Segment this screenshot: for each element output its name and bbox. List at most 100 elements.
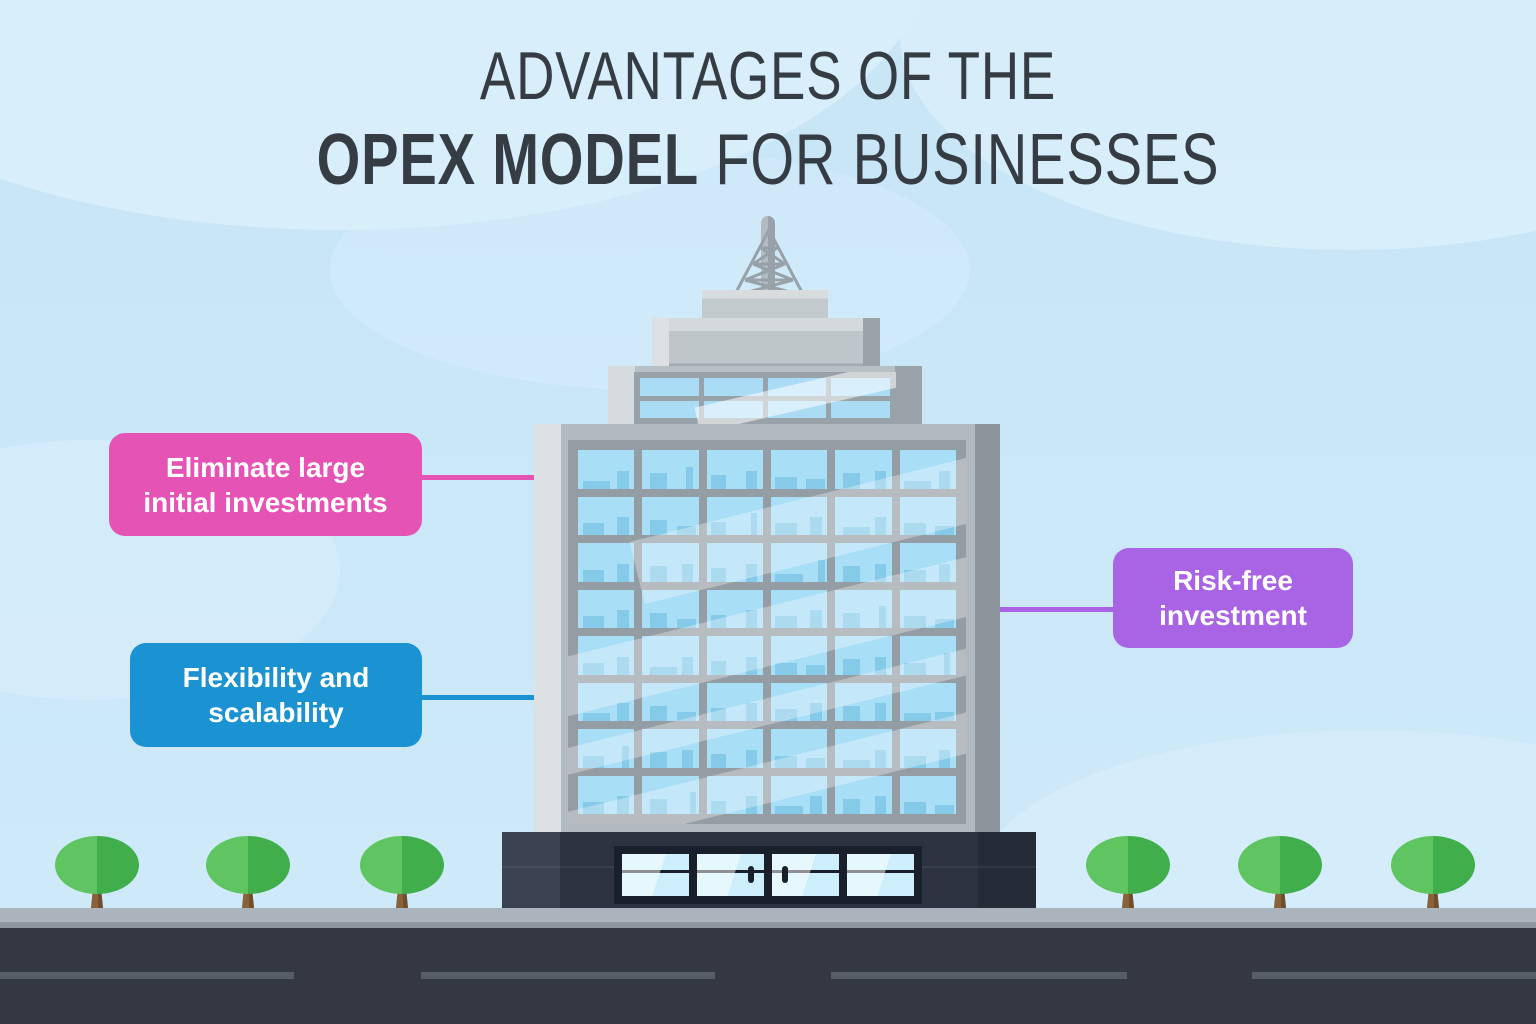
tree	[1086, 836, 1170, 908]
building-window	[899, 636, 956, 675]
building-window	[835, 775, 892, 814]
callout-text-line: Risk-free	[1173, 565, 1293, 596]
building-window	[642, 636, 699, 675]
tree-canopy	[206, 836, 290, 894]
road-lane-marking	[1252, 972, 1536, 979]
building-window	[835, 543, 892, 582]
roof-block-mid	[652, 318, 880, 368]
road-lane-marking	[0, 972, 294, 979]
connector-risk-free	[998, 607, 1117, 612]
penthouse-window	[767, 378, 827, 396]
building-window	[899, 589, 956, 628]
tree-canopy	[1391, 836, 1475, 894]
tree	[206, 836, 290, 908]
building-window	[835, 589, 892, 628]
building-window	[835, 636, 892, 675]
building-window	[706, 589, 763, 628]
window-mullion	[696, 440, 710, 824]
building-window	[706, 450, 763, 489]
tree	[1238, 836, 1322, 908]
tree-canopy	[1086, 836, 1170, 894]
building-window	[899, 543, 956, 582]
building-window	[770, 775, 828, 814]
building-window	[899, 729, 956, 768]
building-window	[642, 496, 699, 535]
entrance-glass-panel	[622, 854, 689, 896]
building-window	[642, 589, 699, 628]
building-entrance	[614, 846, 922, 904]
building-window	[578, 543, 635, 582]
building-window	[835, 496, 892, 535]
penthouse-window	[703, 378, 763, 396]
penthouse-window-band	[634, 372, 896, 424]
tree-canopy	[1238, 836, 1322, 894]
building-window	[835, 729, 892, 768]
building-window	[578, 636, 635, 675]
tree-canopy	[360, 836, 444, 894]
callout-text-line: scalability	[208, 697, 344, 728]
callout-text-line: investment	[1159, 600, 1307, 631]
building-window	[706, 636, 763, 675]
building-window	[770, 543, 828, 582]
penthouse-window	[640, 400, 699, 418]
connector-eliminate	[420, 475, 540, 480]
building-window	[770, 450, 828, 489]
sidewalk-curb	[0, 922, 1536, 928]
building-window	[578, 450, 635, 489]
title-line-1: ADVANTAGES OF THE	[479, 38, 1057, 114]
building-window	[578, 775, 635, 814]
penthouse-window	[703, 400, 763, 418]
building-window	[835, 450, 892, 489]
building-window	[706, 775, 763, 814]
callout-text-line: initial investments	[143, 486, 388, 518]
building-window	[642, 775, 699, 814]
road-lane-marking	[831, 972, 1127, 979]
building-window	[642, 543, 699, 582]
window-mullion	[825, 440, 839, 824]
door-handle	[782, 866, 788, 883]
building-window	[578, 589, 635, 628]
building-window	[578, 729, 635, 768]
title-for-businesses: FOR BUSINESSES	[715, 120, 1220, 200]
sidewalk	[0, 908, 1536, 922]
building-window	[706, 729, 763, 768]
connector-flexibility	[420, 695, 540, 700]
building-window	[770, 636, 828, 675]
building-window	[706, 543, 763, 582]
building-window	[770, 682, 828, 721]
callout-text-line: Flexibility and	[182, 662, 370, 693]
callout-eliminate-large-initial-investments: Eliminate large initial investments	[109, 433, 422, 536]
callout-flexibility-and-scalability: Flexibility and scalability	[130, 643, 422, 747]
building-window	[899, 496, 956, 535]
tree	[55, 836, 139, 908]
building-window	[706, 682, 763, 721]
title-line-2: OPEX MODEL FOR BUSINESSES	[169, 124, 1367, 196]
building-window	[770, 589, 828, 628]
building-window	[706, 496, 763, 535]
page-title: ADVANTAGES OF THE OPEX MODEL FOR BUSINES…	[169, 42, 1367, 196]
building-window	[642, 682, 699, 721]
building-window	[578, 682, 635, 721]
road-lane-marking	[421, 972, 715, 979]
penthouse-window	[831, 400, 890, 418]
title-opex-model: OPEX MODEL	[316, 120, 699, 200]
building-window	[770, 729, 828, 768]
building-window	[835, 682, 892, 721]
callout-risk-free-investment: Risk-free investment	[1113, 548, 1353, 648]
building-window	[770, 496, 828, 535]
penthouse-window	[640, 378, 699, 396]
entrance-glass-panel	[847, 854, 914, 896]
door-handle	[748, 866, 754, 883]
building-window	[899, 775, 956, 814]
building-window	[642, 729, 699, 768]
building-window	[642, 450, 699, 489]
building-window-grid	[568, 440, 966, 824]
callout-text-line: Eliminate large	[165, 451, 366, 483]
penthouse-window	[767, 400, 827, 418]
tree-canopy	[55, 836, 139, 894]
building-window	[899, 450, 956, 489]
tree	[360, 836, 444, 908]
building-window	[578, 496, 635, 535]
roof-block-top	[702, 290, 828, 319]
